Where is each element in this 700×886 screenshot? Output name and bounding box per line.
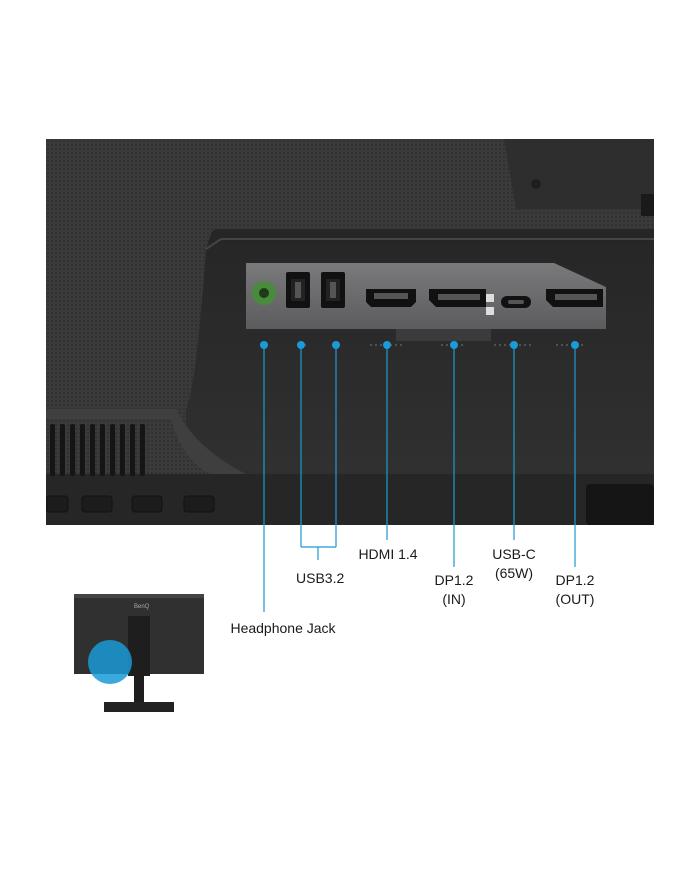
usb-a-port-icon xyxy=(286,272,310,308)
label-headphone-jack: Headphone Jack xyxy=(230,620,336,636)
brand-logo: BenQ xyxy=(134,604,150,610)
monitor-thumbnail: BenQ xyxy=(74,590,206,716)
label-dp-out: DP1.2 (OUT) xyxy=(555,572,595,607)
monitor-rear-photo xyxy=(46,139,654,525)
displayport-icon xyxy=(546,289,603,307)
label-dp-in: DP1.2 (IN) xyxy=(434,572,474,607)
hdmi-port-icon xyxy=(366,289,416,307)
headphone-jack-icon xyxy=(252,281,276,305)
label-usb32: USB3.2 xyxy=(296,570,345,586)
control-buttons xyxy=(46,495,215,513)
thumbnail-stand-neck xyxy=(134,674,144,704)
stand-base xyxy=(586,484,654,525)
label-hdmi: HDMI 1.4 xyxy=(358,546,418,562)
displayport-icon xyxy=(429,289,486,307)
thumbnail-stand-base xyxy=(104,702,174,712)
usb-a-port-icon xyxy=(321,272,345,308)
label-usb-c: USB-C (65W) xyxy=(492,546,536,581)
ventilation-slots xyxy=(50,424,145,476)
highlight-circle xyxy=(88,640,132,684)
usb-c-port-icon xyxy=(501,296,531,308)
screw-icon xyxy=(531,179,541,189)
